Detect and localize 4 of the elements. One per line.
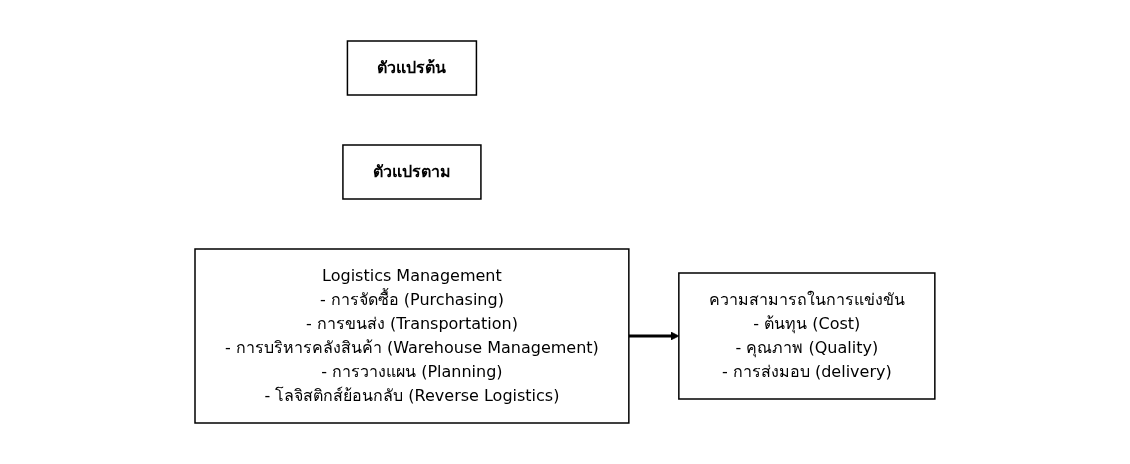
node-box: ตัวแปรตาม xyxy=(342,144,482,200)
node-box: Logistics Management - การจัดซื้อ (Purchasing) - การขนส่ง (Transportation) - การบริหารคลังสินค้า (Warehouse Management) - การวางแผน (Planning) - โลจิสติกส์ย้อนกลับ (Reverse Logistics) xyxy=(194,248,630,424)
node-box: ตัวแปรต้น xyxy=(346,40,478,96)
node-box: ความสามารถในการแข่งขัน - ต้นทุน (Cost) - คุณภาพ (Quality) - การส่งมอบ (delivery) xyxy=(678,272,936,400)
